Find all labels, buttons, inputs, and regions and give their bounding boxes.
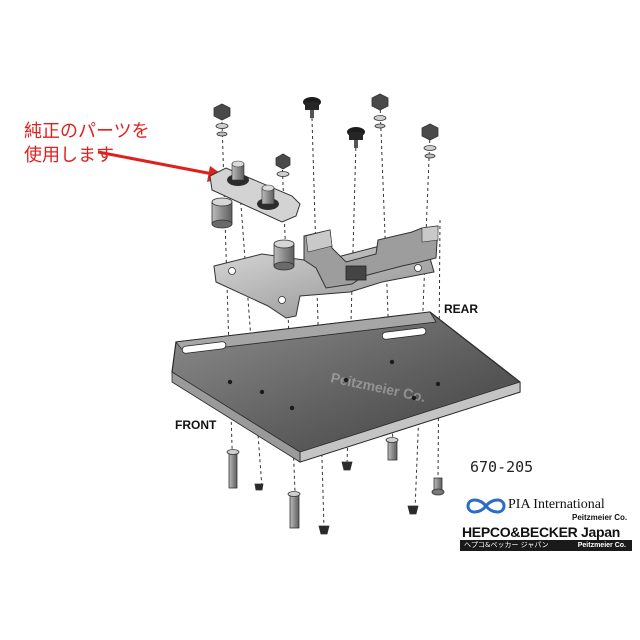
annotation-line-2: 使用します (24, 145, 114, 166)
pia-logo-mark (466, 498, 506, 514)
brand-kana: ヘプコ&ベッカー ジャパン (464, 541, 549, 549)
part-number: 670-205 (470, 458, 534, 476)
spacers (211, 197, 295, 271)
pia-name: PIA International (508, 497, 605, 512)
rear-label: REAR (444, 302, 479, 316)
brand-bar: ヘプコ&ベッカー ジャパン Peitzmeier Co. (460, 540, 632, 551)
brand-bar-subtitle: Peitzmeier Co. (577, 542, 626, 549)
original-adapter-plate (209, 160, 301, 223)
base-plate: Peitzmeier Co. (171, 311, 521, 463)
plate-holes (227, 359, 441, 411)
knob-screws (303, 97, 365, 148)
bridge-bracket (303, 225, 439, 289)
plate-slot-left (181, 341, 227, 354)
brand-block: PIA International Peitzmeier Co. HEPCO&B… (460, 497, 632, 551)
nuts-washers (213, 93, 439, 177)
plate-slot-right (381, 327, 427, 340)
bolts (226, 437, 445, 535)
front-label: FRONT (175, 418, 217, 432)
hepco-becker-name: HEPCO&BECKER Japan (462, 524, 620, 540)
pia-subtitle: Peitzmeier Co. (572, 513, 628, 522)
annotation-line-1: 純正のパーツを (24, 121, 150, 142)
annotation-note: 純正のパーツを 使用します (24, 120, 150, 168)
